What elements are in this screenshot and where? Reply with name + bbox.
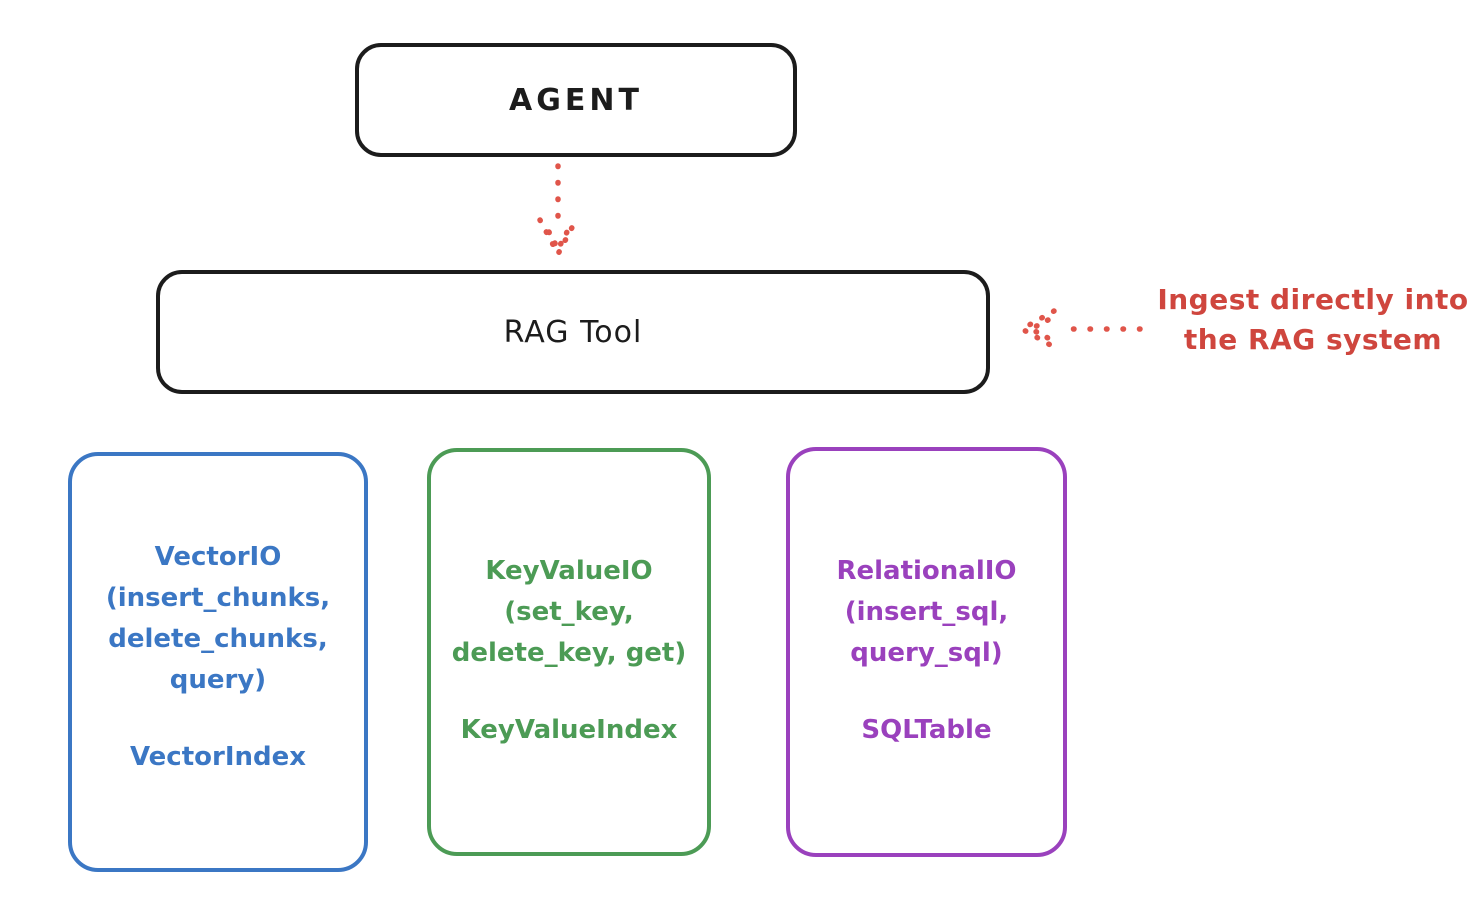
arrow-head-outer — [1016, 308, 1057, 350]
agent-to-rag-arrow-icon — [537, 163, 579, 260]
node-text-line: query) — [169, 665, 267, 695]
vector-io-title: VectorIO (insert_chunks, delete_chunks, … — [72, 537, 364, 701]
node-text-line: KeyValueIO — [485, 556, 653, 586]
arrow-head-inner — [1025, 317, 1051, 341]
agent-label: AGENT — [509, 82, 643, 118]
relational-io-title: RelationalIO (insert_sql, query_sql) — [790, 551, 1063, 674]
keyvalue-io-node: KeyValueIO (set_key, delete_key, get) Ke… — [427, 448, 711, 856]
agent-node: AGENT — [355, 43, 797, 157]
node-text-line: (insert_sql, — [844, 597, 1009, 627]
node-text-line: delete_key, get) — [451, 638, 687, 668]
rag-tool-node: RAG Tool — [156, 270, 990, 394]
relational-io-node: RelationalIO (insert_sql, query_sql) SQL… — [786, 447, 1067, 857]
ingest-annotation: Ingest directly into the RAG system — [1138, 280, 1484, 360]
ingest-annotation-line1: Ingest directly into — [1157, 283, 1469, 316]
node-text-line: query_sql) — [850, 638, 1003, 668]
rag-tool-label: RAG Tool — [503, 314, 643, 350]
node-text-line: VectorIO — [154, 542, 282, 572]
ingest-arrow-icon — [1016, 308, 1143, 350]
node-text-line: RelationalIO — [836, 556, 1017, 586]
relational-io-index-label: SQLTable — [861, 715, 992, 745]
node-text-line: (set_key, — [504, 597, 634, 627]
keyvalue-io-title: KeyValueIO (set_key, delete_key, get) — [431, 551, 707, 674]
node-text-line: (insert_chunks, — [105, 583, 331, 613]
node-text-line: delete_chunks, — [108, 624, 328, 654]
vector-io-node: VectorIO (insert_chunks, delete_chunks, … — [68, 452, 368, 872]
vector-io-index-label: VectorIndex — [129, 742, 307, 772]
keyvalue-io-index-label: KeyValueIndex — [460, 715, 678, 745]
ingest-annotation-line2: the RAG system — [1183, 323, 1443, 356]
arrow-head-outer — [537, 217, 579, 260]
